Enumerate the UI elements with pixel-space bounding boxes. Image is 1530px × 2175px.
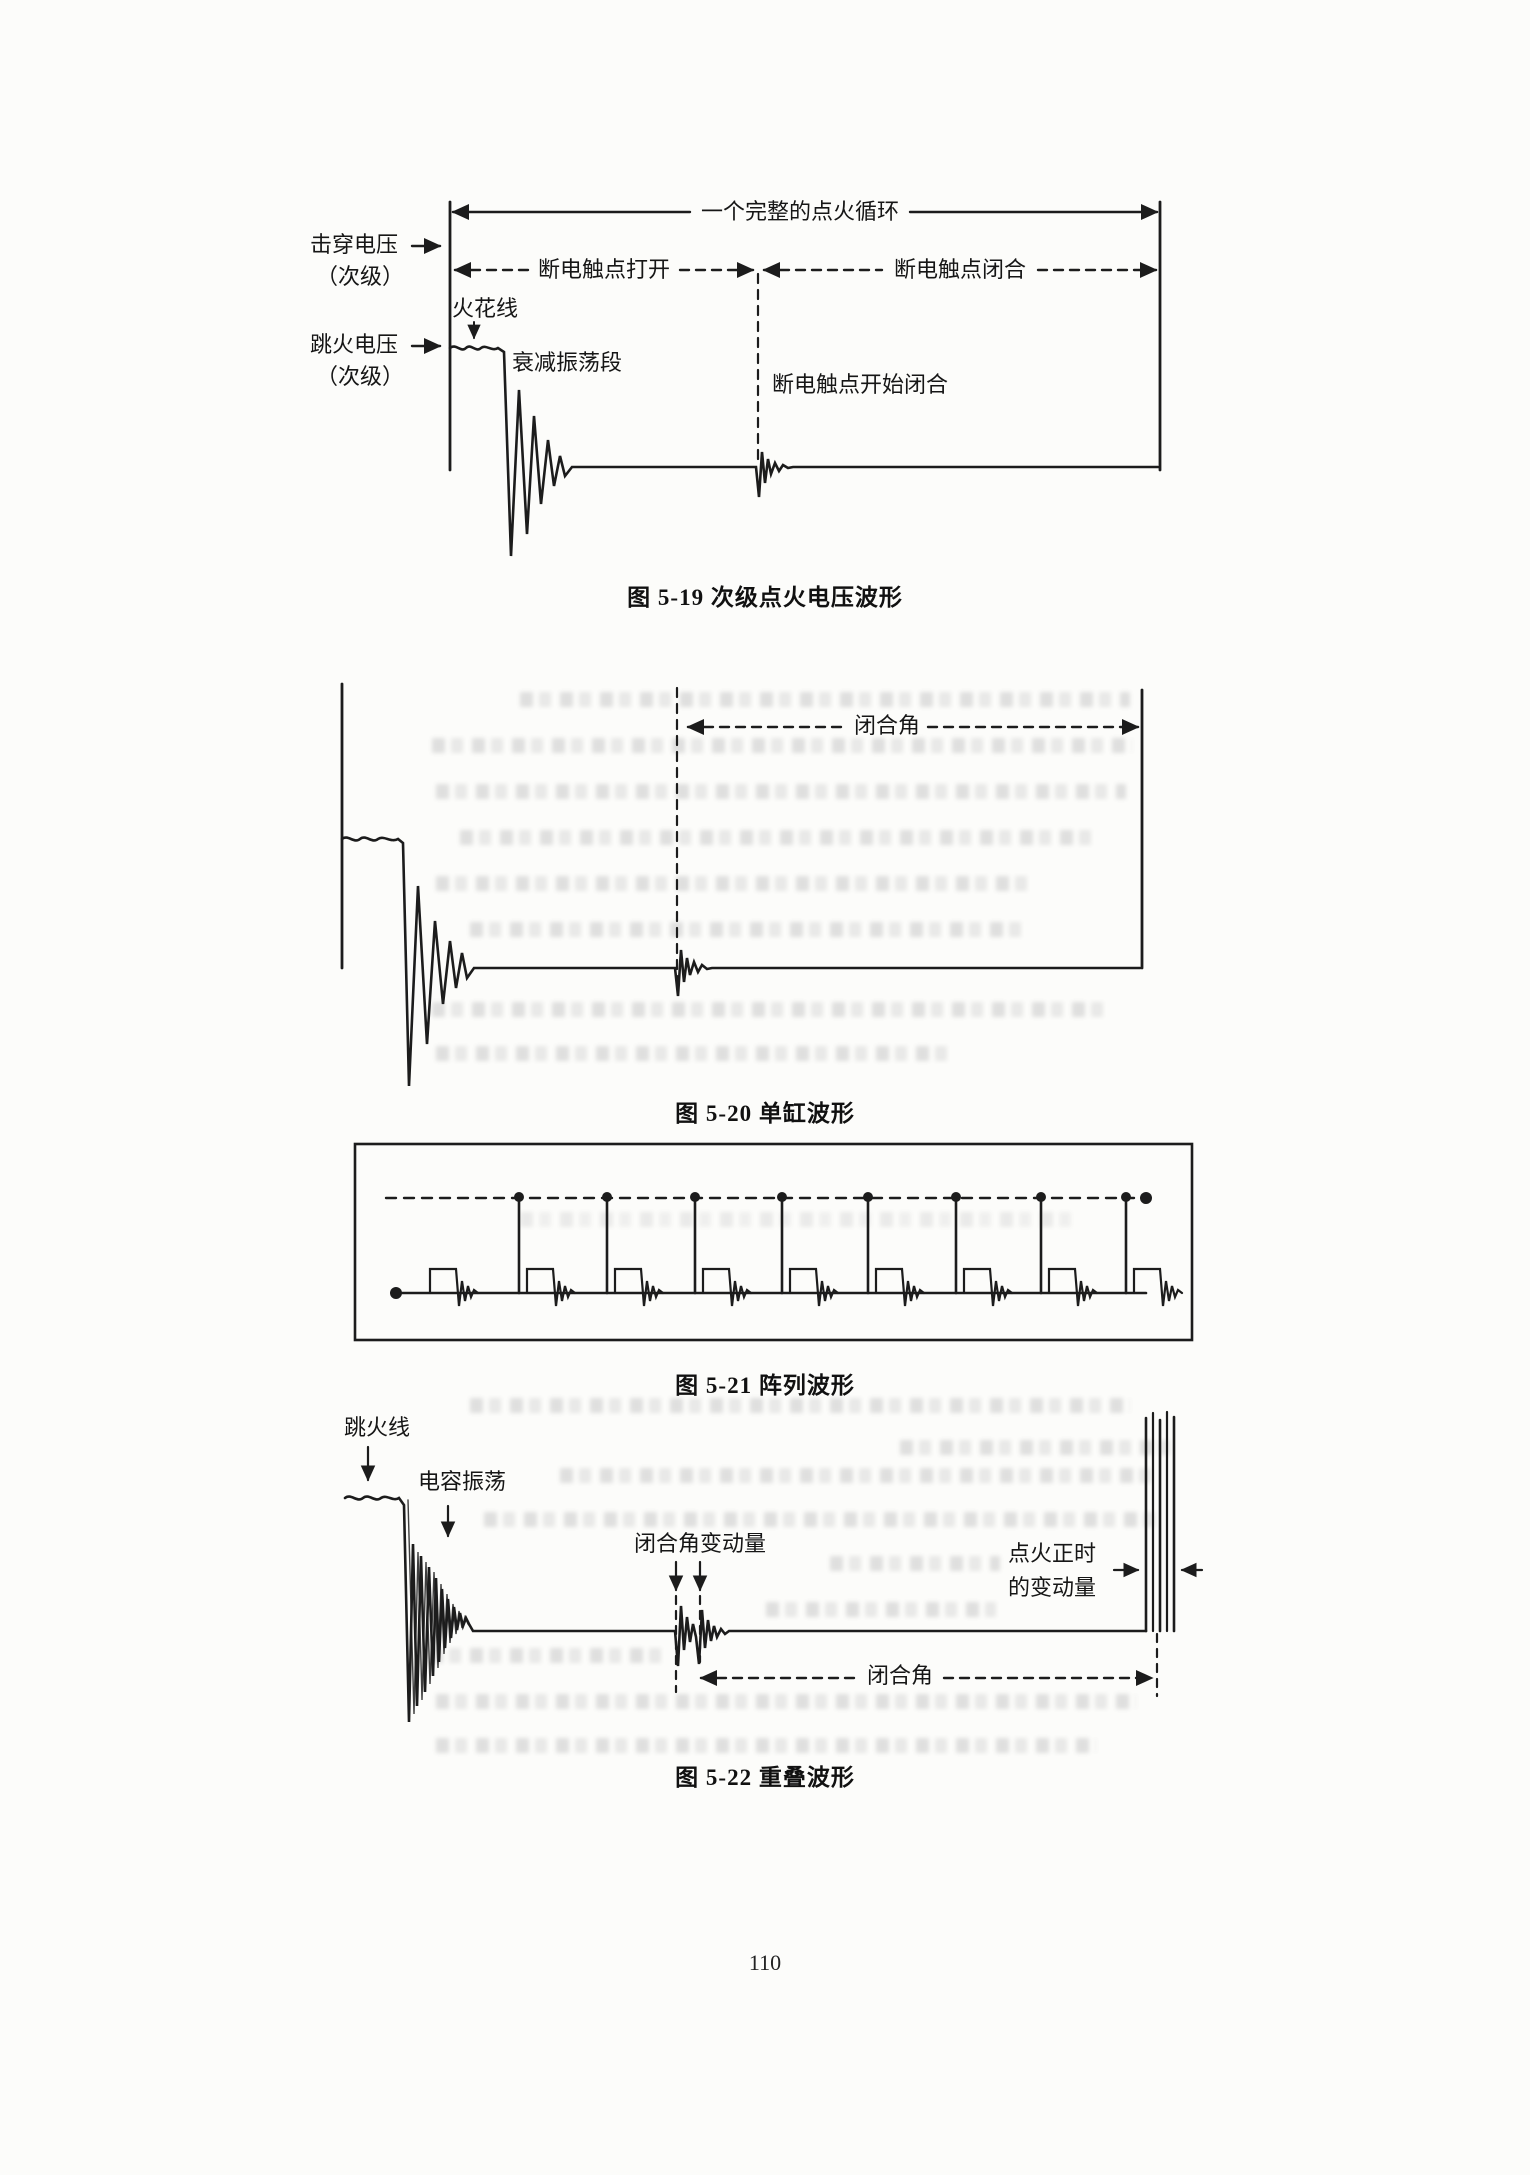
fig22-label-capacitor-oscillation: 电容振荡 bbox=[418, 1469, 507, 1494]
fig21-spike-dot bbox=[1036, 1192, 1046, 1202]
bleedthrough-artifact bbox=[432, 738, 1132, 753]
bleedthrough-artifact bbox=[436, 1694, 1136, 1709]
bleedthrough-artifact bbox=[830, 1556, 1000, 1571]
bleedthrough-artifact bbox=[520, 1212, 1080, 1227]
fig22-label-timing-variation-line1: 点火正时 bbox=[1008, 1541, 1097, 1566]
fig-5-19-waveform bbox=[410, 200, 1162, 557]
fig22-label-spark-line: 跳火线 bbox=[344, 1415, 411, 1440]
fig21-left-dot bbox=[390, 1287, 402, 1299]
fig21-cell-pattern bbox=[962, 1267, 1014, 1307]
fig21-cell-pattern bbox=[874, 1267, 926, 1307]
fig22-caption: 图 5-22 重叠波形 bbox=[675, 1765, 855, 1790]
fig21-right-dot bbox=[1140, 1192, 1152, 1204]
fig19-label-firing-voltage-sub: （次级） bbox=[316, 364, 405, 389]
fig19-caption: 图 5-19 次级点火电压波形 bbox=[627, 585, 903, 610]
fig22-label-timing-variation-line2: 的变动量 bbox=[1008, 1575, 1097, 1600]
bleedthrough-artifact bbox=[484, 1512, 1164, 1527]
fig20-label-dwell-angle: 闭合角 bbox=[853, 713, 921, 738]
fig19-label-breakdown-voltage: 击穿电压 bbox=[310, 232, 399, 257]
fig21-spike-dot bbox=[777, 1192, 787, 1202]
fig21-cell-pattern bbox=[1047, 1267, 1099, 1307]
bleedthrough-artifact bbox=[470, 1398, 1130, 1413]
fig21-cell-pattern bbox=[613, 1267, 665, 1307]
fig21-border-box bbox=[353, 1142, 1194, 1342]
fig21-spike-dot bbox=[951, 1192, 961, 1202]
fig21-cell-pattern bbox=[701, 1267, 753, 1307]
bleedthrough-artifact bbox=[766, 1602, 996, 1617]
fig21-spike-dot bbox=[1121, 1192, 1131, 1202]
bleedthrough-artifact bbox=[900, 1440, 1170, 1455]
fig19-label-breakdown-voltage-sub: （次级） bbox=[316, 264, 405, 289]
fig22-trace bbox=[343, 1495, 1148, 1723]
fig20-caption: 图 5-20 单缸波形 bbox=[675, 1101, 855, 1126]
bleedthrough-artifact bbox=[432, 1002, 1112, 1017]
fig-5-22-waveform bbox=[343, 1410, 1204, 1723]
fig21-spike-dot bbox=[514, 1192, 524, 1202]
bleedthrough-artifact bbox=[436, 784, 1126, 799]
fig19-label-points-begin-close: 断电触点开始闭合 bbox=[772, 372, 949, 397]
fig21-cell-pattern bbox=[788, 1267, 840, 1307]
fig19-label-damped-oscillation: 衰减振荡段 bbox=[512, 350, 623, 375]
fig19-label-firing-voltage: 跳火电压 bbox=[310, 332, 399, 357]
fig21-spike-dot bbox=[602, 1192, 612, 1202]
fig21-spike-dot bbox=[690, 1192, 700, 1202]
fig20-trace bbox=[340, 836, 1142, 1087]
fig-5-21-waveform bbox=[353, 1142, 1194, 1342]
fig21-caption: 图 5-21 阵列波形 bbox=[675, 1373, 855, 1398]
fig21-spike-dot bbox=[863, 1192, 873, 1202]
fig21-cell-pattern bbox=[428, 1267, 480, 1307]
fig19-label-points-closed: 断电触点闭合 bbox=[893, 257, 1027, 282]
fig-5-20-waveform bbox=[340, 682, 1144, 1087]
fig22-label-dwell-variation: 闭合角变动量 bbox=[633, 1531, 767, 1556]
page-number: 110 bbox=[748, 1950, 782, 1975]
bleedthrough-artifact bbox=[430, 1648, 670, 1663]
bleedthrough-artifact bbox=[520, 692, 1130, 707]
bleedthrough-artifact bbox=[460, 830, 1100, 845]
fig19-label-full-cycle: 一个完整的点火循环 bbox=[700, 199, 900, 224]
bleedthrough-artifact bbox=[436, 1046, 956, 1061]
fig21-cell-pattern bbox=[525, 1267, 577, 1307]
bleedthrough-artifact bbox=[436, 1738, 1096, 1753]
bleedthrough-artifact bbox=[560, 1468, 1160, 1483]
fig22-trace-overlap-echo bbox=[407, 1499, 473, 1715]
fig19-label-spark-line: 火花线 bbox=[452, 296, 519, 321]
fig19-label-points-open: 断电触点打开 bbox=[537, 257, 671, 282]
bleedthrough-artifact bbox=[436, 876, 1036, 891]
fig21-cell-pattern bbox=[1132, 1267, 1184, 1307]
fig22-label-dwell-angle: 闭合角 bbox=[866, 1663, 934, 1688]
fig19-trace bbox=[448, 345, 1160, 557]
bleedthrough-artifact bbox=[470, 922, 1030, 937]
